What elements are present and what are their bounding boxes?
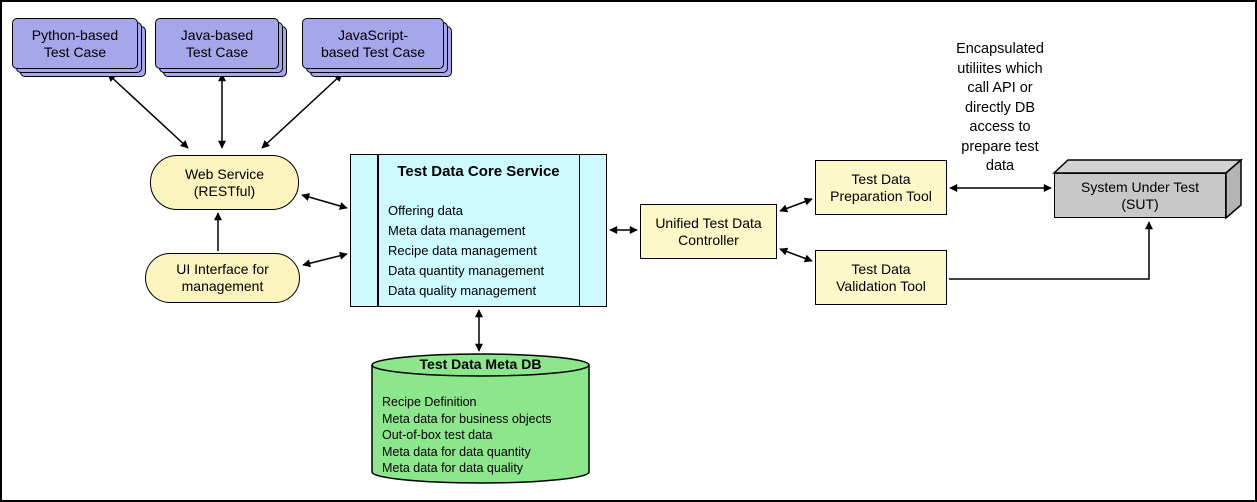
- core-service-items: Offering data Meta data management Recip…: [388, 201, 544, 301]
- metadb-title: Test Data Meta DB: [419, 356, 542, 372]
- core-inner-line-right: [578, 155, 580, 306]
- arrow-controller-preparation: [779, 197, 813, 213]
- metadb-item: Out-of-box test data: [382, 428, 493, 442]
- metadb-item: Meta data for data quantity: [382, 444, 531, 459]
- core-service-item: Data quantity management: [388, 263, 545, 278]
- core-service-title: Test Data Core Service: [397, 163, 560, 180]
- core-service-item: Data quality management: [388, 283, 537, 298]
- core-inner-line-left: [377, 155, 379, 306]
- sut-side-face: [1225, 158, 1242, 220]
- core-service-item: Offering data: [388, 203, 463, 218]
- arrow-javascript-webservice: [261, 73, 343, 149]
- node-preparation-tool: Test Data Preparation Tool: [815, 160, 947, 215]
- arrow-webservice-coreservice: [301, 193, 348, 210]
- node-validation-tool: Test Data Validation Tool: [815, 250, 947, 305]
- annotation-text: Encapsulated utiliites which call API or…: [956, 41, 1044, 174]
- node-java-test-case: Java-based Test Case: [155, 18, 287, 77]
- metadb-cylinder-top: [371, 353, 590, 377]
- metadb-item: Meta data for business objects: [382, 411, 552, 426]
- arrow-validation-sut: [949, 221, 1153, 280]
- javascript-test-case-label: JavaScript- based Test Case: [302, 18, 444, 69]
- metadb-items: Recipe Definition Meta data for business…: [382, 394, 552, 477]
- metadb-cylinder-body: [371, 365, 590, 484]
- metadb-item: Recipe Definition: [382, 395, 477, 409]
- metadb-item: Meta data for data quality: [382, 461, 524, 475]
- core-service-item: Recipe data management: [388, 243, 537, 258]
- python-test-case-label: Python-based Test Case: [12, 18, 138, 69]
- arrow-python-webservice: [107, 73, 189, 149]
- node-javascript-test-case: JavaScript- based Test Case: [302, 18, 452, 77]
- arrow-controller-validation: [779, 247, 813, 263]
- node-unified-controller: Unified Test Data Controller: [640, 204, 777, 259]
- arrow-uiinterface-coreservice: [302, 251, 348, 268]
- node-web-service: Web Service (RESTful): [150, 155, 299, 210]
- java-test-case-label: Java-based Test Case: [155, 18, 279, 69]
- node-ui-interface: UI Interface for management: [145, 253, 300, 303]
- sut-top-face: [1052, 159, 1244, 174]
- node-python-test-case: Python-based Test Case: [12, 18, 146, 77]
- core-service-item: Meta data management: [388, 223, 526, 238]
- node-sut: System Under Test (SUT): [1054, 173, 1226, 218]
- node-core-service: Test Data Core Service Offering data Met…: [350, 154, 607, 307]
